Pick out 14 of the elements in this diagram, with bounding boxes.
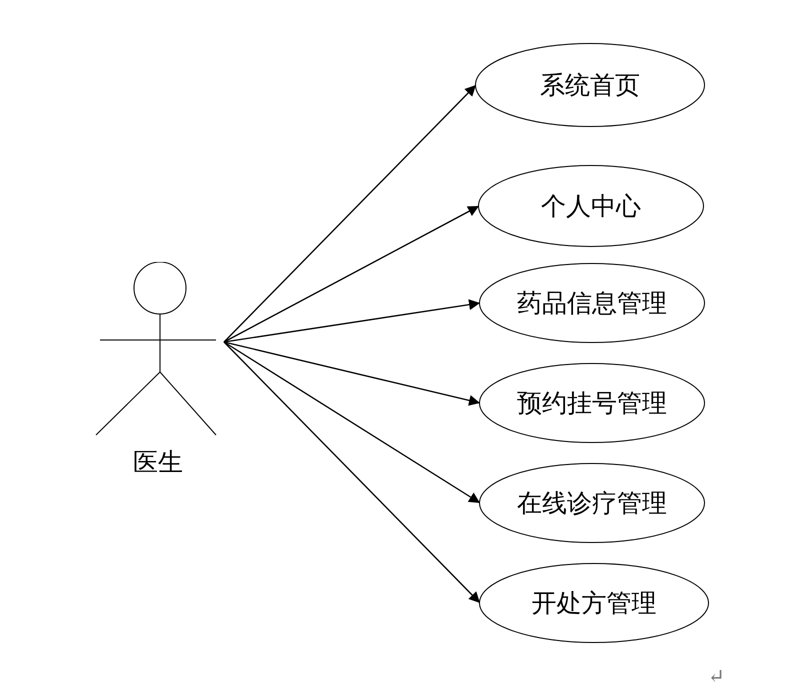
use-case-label: 药品信息管理 xyxy=(516,290,668,320)
actor-label: 医生 xyxy=(132,448,184,478)
use-case-label: 开处方管理 xyxy=(530,589,658,620)
arrow xyxy=(224,341,480,504)
use-case-label: 预约挂号管理 xyxy=(516,390,668,420)
use-case-label: 在线诊疗管理 xyxy=(516,490,668,520)
arrow xyxy=(224,84,476,342)
arrow xyxy=(224,341,480,406)
paragraph-mark: ↵ xyxy=(708,665,725,689)
use-case-label: 系统首页 xyxy=(539,72,641,102)
arrow xyxy=(224,299,480,343)
use-case-label: 个人中心 xyxy=(540,192,642,222)
arrow xyxy=(224,342,480,604)
arrow xyxy=(224,205,480,343)
